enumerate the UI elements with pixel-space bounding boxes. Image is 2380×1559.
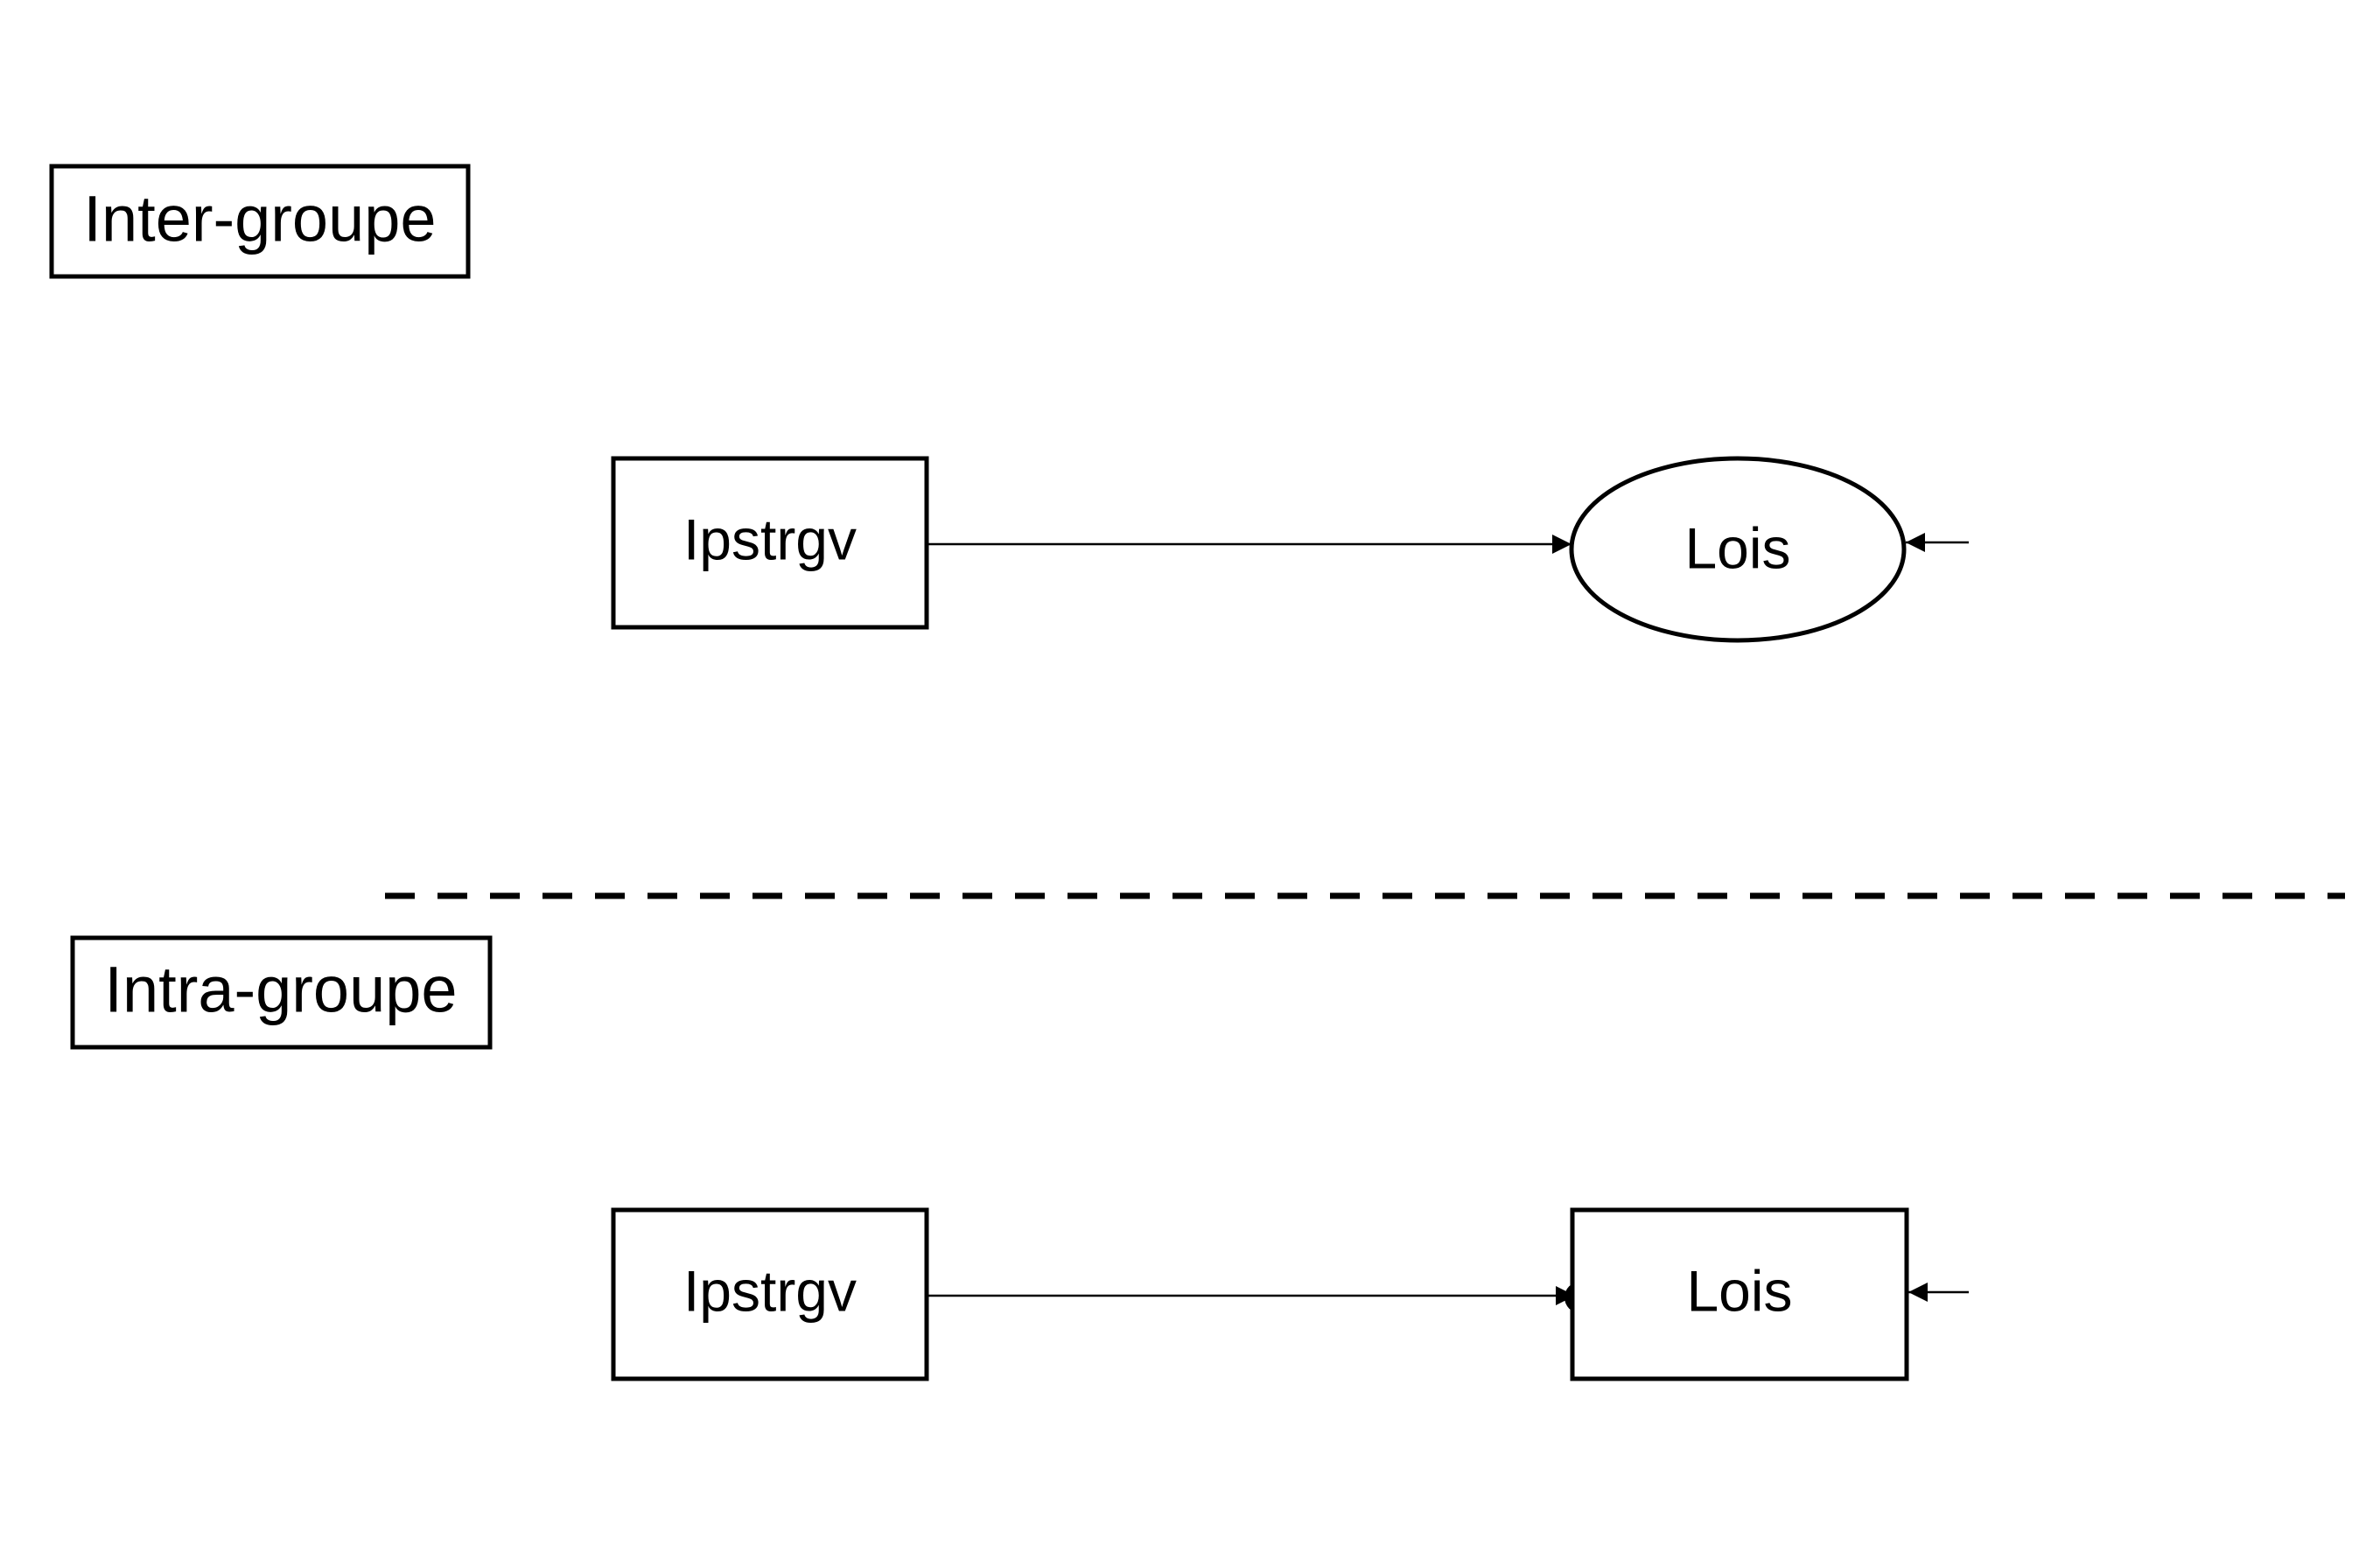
- inter-group-label-box: Inter-groupe: [49, 164, 471, 279]
- intra-source-node: Ipstrgv: [611, 1207, 929, 1381]
- inter-group-label: Inter-groupe: [83, 183, 436, 255]
- intra-target-label: Lois: [1686, 1258, 1792, 1323]
- inter-source-node: Ipstrgv: [611, 456, 929, 630]
- intra-group-label: Intra-groupe: [104, 954, 457, 1026]
- inter-target-node: Lois: [1569, 456, 1907, 643]
- intra-target-node: Lois: [1570, 1207, 1909, 1381]
- inter-source-label: Ipstrgv: [683, 507, 857, 571]
- intra-group-label-box: Intra-groupe: [70, 935, 493, 1050]
- intra-source-label: Ipstrgv: [683, 1258, 857, 1323]
- inter-target-label: Lois: [1684, 515, 1790, 580]
